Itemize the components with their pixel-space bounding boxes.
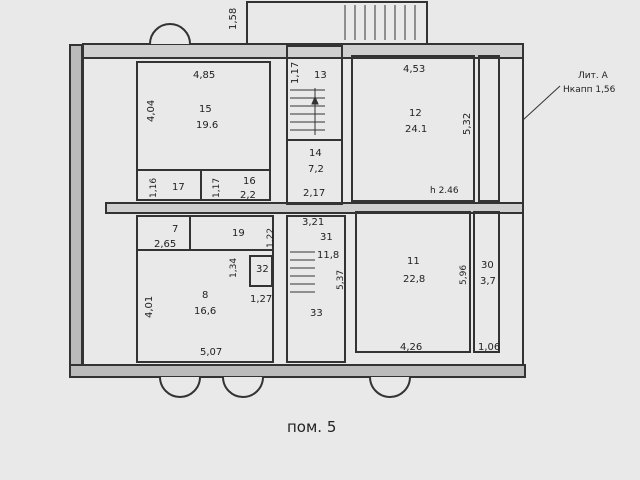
plan-caption: пом. 5 (287, 418, 337, 436)
room-31-height: 5,37 (336, 270, 346, 290)
note-line-2: Нкапп 1,56 (563, 85, 616, 95)
room-19-number: 19 (232, 228, 245, 239)
bay-bottom-3 (369, 376, 411, 398)
top-dimension: 1,58 (228, 8, 239, 30)
room-16-height: 1,17 (212, 178, 222, 198)
room-8-height: 4,01 (144, 296, 155, 318)
labels: 1,58 4,85 4,04 15 19.6 13 1,17 14 7,2 2,… (144, 8, 616, 358)
stair-treads-lower (290, 251, 315, 293)
bay-top-left (149, 23, 191, 45)
room-12-height: 5,32 (462, 113, 473, 135)
room-32-number: 32 (256, 264, 269, 275)
room-30-outline (473, 211, 500, 353)
room-30-area: 3,7 (480, 276, 496, 287)
room-13-number: 13 (314, 70, 327, 81)
room-17-height: 1,16 (149, 178, 159, 198)
room-8-area: 16,6 (194, 306, 216, 317)
room-11-height: 5,96 (459, 265, 469, 285)
room-11-outline (355, 211, 471, 353)
walls (69, 1, 526, 378)
room-7-width: 2,65 (154, 239, 176, 250)
room-12-side-strip (478, 55, 500, 202)
room-31-area: 11,8 (317, 250, 339, 261)
room-14-width: 2,17 (303, 188, 325, 199)
room-16-number: 16 (243, 176, 256, 187)
room-30-number: 30 (481, 260, 494, 271)
bottom-wall-band (69, 364, 526, 378)
room-15-height: 4,04 (146, 100, 157, 122)
room-33-number: 33 (310, 308, 323, 319)
room-12-number: 12 (409, 108, 422, 119)
room-11-number: 11 (407, 256, 420, 267)
room-12-outline (351, 55, 475, 202)
top-stair-block (246, 1, 428, 45)
room-8-width: 5,07 (200, 347, 222, 358)
note-line-1: Лит. А (578, 71, 609, 81)
room-19-height: 1,22 (266, 228, 276, 248)
room-12-width: 4,53 (403, 64, 425, 75)
room-14-number: 14 (309, 148, 322, 159)
room-14-area: 7,2 (308, 164, 324, 175)
room-32-outline (249, 255, 273, 287)
room-16-area: 2,2 (240, 190, 256, 201)
room-12-ceiling: h 2.46 (430, 186, 459, 196)
room-15-width: 4,85 (193, 70, 215, 81)
room-8-number: 8 (202, 290, 208, 301)
room-31-number: 31 (320, 232, 333, 243)
room-13-height: 1,17 (290, 62, 301, 84)
bay-bottom-2 (222, 376, 264, 398)
room-17-number: 17 (172, 182, 185, 193)
room-30-width: 1,06 (478, 342, 500, 353)
bay-windows (149, 23, 411, 398)
room-11-area: 22,8 (403, 274, 425, 285)
room-11-width: 4,26 (400, 342, 422, 353)
stair-core-bottom (286, 215, 346, 363)
room-7-number: 7 (172, 224, 178, 235)
room-8-outline (136, 249, 274, 363)
room-15-number: 15 (199, 104, 212, 115)
stair-treads-upper (290, 88, 325, 135)
stair-treads-top (344, 5, 416, 40)
stair-core-top (286, 45, 343, 205)
room-32-height: 1,34 (229, 258, 239, 278)
room-17-16-outline (136, 169, 271, 201)
room-31-width: 3,21 (302, 217, 324, 228)
left-wall-band (69, 44, 83, 376)
room-12-area: 24.1 (405, 124, 427, 135)
room-8-inner: 1,27 (250, 294, 272, 305)
bay-bottom-1 (159, 376, 201, 398)
note-leader-line (522, 85, 561, 121)
room-15-area: 19.6 (196, 120, 218, 131)
